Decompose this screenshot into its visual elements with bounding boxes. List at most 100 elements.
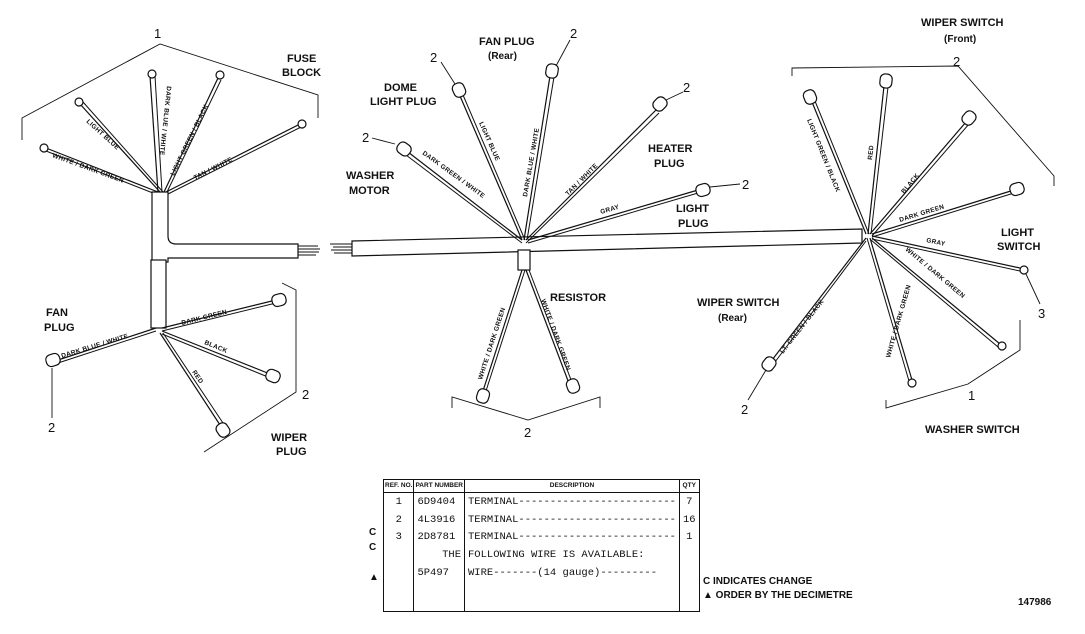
terminal-plug [215,422,231,438]
wire-label: WHITE / DARK GREEN [539,298,571,371]
cell-part: THE [413,546,465,564]
lower-left-wires [57,299,277,429]
cell-ref: 2 [382,510,415,529]
ref-number: 2 [570,26,577,41]
right-terminals [761,73,1029,388]
washer-switch-bracket [885,320,1021,409]
table-row: 2 4L3916 TERMINAL-----------------------… [382,510,700,529]
fuse-block-label: FUSE [287,53,316,65]
left-harness: LIGHT BLUE WHITE / DARK GREEN DARK BLUE … [21,26,321,458]
leader-line [555,39,571,67]
sheath-wire-ends [298,245,320,256]
washer-motor-label: WASHER [346,170,394,182]
wire-label: TAN / WHITE [564,162,599,197]
wire-label: RED [867,145,875,160]
fuse-block-label: BLOCK [282,67,321,79]
wire-label: WHITE / DARK GREEN [51,152,124,184]
terminal-plug [961,110,977,126]
order-mark: ▲ [369,572,379,583]
terminal-ring [215,70,225,80]
terminal-plug [1009,181,1025,197]
fan-plug-label: FAN [46,307,68,319]
terminal-plug [761,356,777,372]
resistor-sheath [517,249,531,271]
ref-number: 3 [1038,306,1045,321]
fan-plug-rear-label: (Rear) [488,51,517,62]
table-row: 5P497 WIRE-------(14 gauge)--------- [382,563,700,582]
fuse-block-terminals [39,69,307,153]
cell-part: 4L3916 [413,510,465,529]
wire-label: LIGHT BLUE [85,118,121,152]
cell-desc: TERMINAL------------------------- [464,528,680,547]
main-harness: DARK GREEN / WHITE LIGHT BLUE DARK BLUE … [330,17,1055,440]
terminal-plug [545,63,559,79]
wiper-switch-bracket [791,65,1055,186]
col-part-number: PART NUMBER [413,479,465,493]
terminal-plug [451,82,467,98]
table-spacer-row [382,581,700,612]
wire-label: TAN / WHITE [193,156,234,182]
cell-ref: 3 [382,528,415,547]
dome-light-plug-label: LIGHT PLUG [370,96,437,108]
resistor-bracket [451,396,601,421]
fuse-block-bracket [21,43,319,140]
center-upper-terminals [396,63,711,198]
change-mark: C [369,527,377,538]
wiper-switch-front-label: (Front) [944,34,976,45]
center-upper-wires [405,75,699,244]
cell-qty: 1 [678,528,700,547]
terminal-ring [297,119,307,129]
wiper-plug-label: PLUG [276,446,307,458]
drawing-number: 147986 [1018,597,1052,608]
table-row: THE FOLLOWING WIRE IS AVAILABLE: [382,546,700,564]
ref-number: 2 [683,80,690,95]
washer-switch-label: WASHER SWITCH [925,424,1020,436]
light-plug-label: LIGHT [676,203,709,215]
terminal-plug [45,352,61,368]
leader-line [709,183,741,188]
fuse-block-wires [45,75,302,196]
light-switch-label: SWITCH [997,241,1040,253]
wire-label: LT. GREEN / BLACK [779,298,826,355]
wiper-switch-rear-label: (Rear) [718,313,747,324]
wire-label: DARK GREEN [181,309,228,327]
cell-qty [678,546,700,564]
wire-label: GRAY [926,237,947,248]
table-row: 1 6D9404 TERMINAL-----------------------… [382,492,700,511]
terminal-ring [1019,265,1029,275]
lower-left-terminals [45,292,287,438]
right-wires [771,85,1021,382]
ref-number: 1 [154,26,161,41]
resistor-label: RESISTOR [550,292,606,304]
dome-light-plug-label: DOME [384,82,417,94]
terminal-ring [907,378,917,388]
cell-qty [678,563,700,582]
cell-ref [382,563,415,582]
ref-number: 2 [362,130,369,145]
ref-number: 2 [430,50,437,65]
terminal-plug [652,96,668,112]
cell-qty: 16 [678,510,700,529]
parts-table: REF. NO. PART NUMBER DESCRIPTION QTY 1 6… [382,479,700,612]
leader-line [747,369,767,401]
cell-qty: 7 [678,492,700,511]
parts-table-container: REF. NO. PART NUMBER DESCRIPTION QTY 1 6… [382,479,700,612]
wiper-plug-label: WIPER [271,432,307,444]
harness-sheath [151,191,299,263]
ref-number: 2 [953,54,960,69]
cell-desc: TERMINAL------------------------- [464,492,680,511]
terminal-plug [565,378,581,394]
heater-plug-label: PLUG [654,158,685,170]
terminal-ring [74,97,84,107]
col-description: DESCRIPTION [464,479,680,493]
col-qty: QTY [678,479,700,493]
order-note: ▲ ORDER BY THE DECIMETRE [703,590,853,601]
terminal-plug [695,182,711,198]
terminal-plug [475,388,491,404]
terminal-plug [265,368,281,384]
ref-number: 2 [742,177,749,192]
ref-number: 1 [968,388,975,403]
table-header-row: REF. NO. PART NUMBER DESCRIPTION QTY [382,479,700,493]
fan-plug-rear-label: FAN PLUG [479,36,535,48]
